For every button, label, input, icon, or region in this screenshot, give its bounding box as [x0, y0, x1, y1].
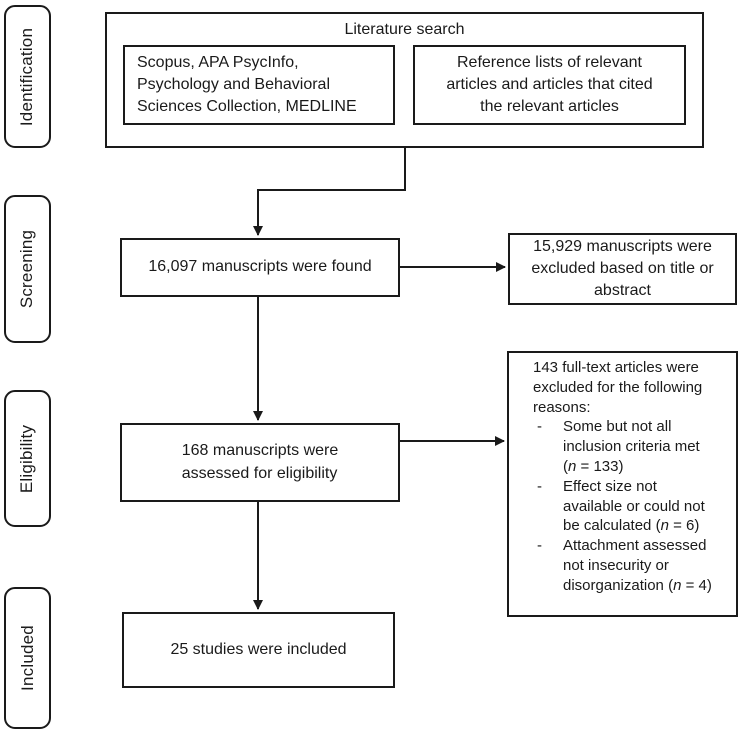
literature-search-title: Literature search — [344, 21, 465, 38]
studies-included-box: 25 studies were included — [122, 612, 395, 688]
reference-lists-box: Reference lists of relevant articles and… — [413, 45, 686, 125]
exclusion-reason: - Attachment assessed not insecurity or … — [533, 536, 732, 595]
stage-label-text: Eligibility — [17, 424, 37, 493]
fulltext-excluded-box: 143 full-text articles were excluded for… — [507, 351, 738, 617]
exclusion-reason: - Some but not all inclusion criteria me… — [533, 417, 732, 476]
bullet-dash: - — [537, 418, 542, 436]
exclusion-reason-text: Effect size not available or could not b… — [563, 477, 705, 535]
stage-label-eligibility: Eligibility — [4, 390, 51, 527]
exclusion-reason-text: Some but not all inclusion criteria met … — [563, 418, 700, 475]
reference-lists-text: Reference lists of relevant articles and… — [446, 53, 653, 116]
databases-box: Scopus, APA PsycInfo, Psychology and Beh… — [123, 45, 395, 125]
stage-label-screening: Screening — [4, 195, 51, 343]
stage-label-text: Identification — [17, 27, 37, 126]
manuscripts-found-box: 16,097 manuscripts were found — [120, 238, 400, 297]
databases-text: Scopus, APA PsycInfo, Psychology and Beh… — [137, 53, 357, 116]
arrow-literature-to-found — [253, 148, 406, 236]
fulltext-excluded-intro: 143 full-text articles were excluded for… — [533, 359, 703, 416]
title-abstract-excluded-box: 15,929 manuscripts were excluded based o… — [508, 233, 737, 305]
assessed-eligibility-box: 168 manuscripts were assessed for eligib… — [120, 423, 400, 502]
exclusion-reason-text: Attachment assessed not insecurity or di… — [563, 537, 712, 594]
stage-label-text: Screening — [17, 229, 37, 309]
bullet-dash: - — [537, 537, 542, 555]
assessed-eligibility-text: 168 manuscripts were assessed for eligib… — [181, 442, 339, 482]
studies-included-text: 25 studies were included — [170, 640, 347, 658]
stage-label-included: Included — [4, 587, 51, 729]
title-abstract-excluded-text: 15,929 manuscripts were excluded based o… — [531, 237, 714, 300]
stage-label-text: Included — [17, 625, 37, 691]
manuscripts-found-text: 16,097 manuscripts were found — [148, 258, 372, 276]
stage-label-identification: Identification — [4, 5, 51, 148]
bullet-dash: - — [537, 477, 542, 495]
exclusion-reason: - Effect size not available or could not… — [533, 477, 732, 536]
